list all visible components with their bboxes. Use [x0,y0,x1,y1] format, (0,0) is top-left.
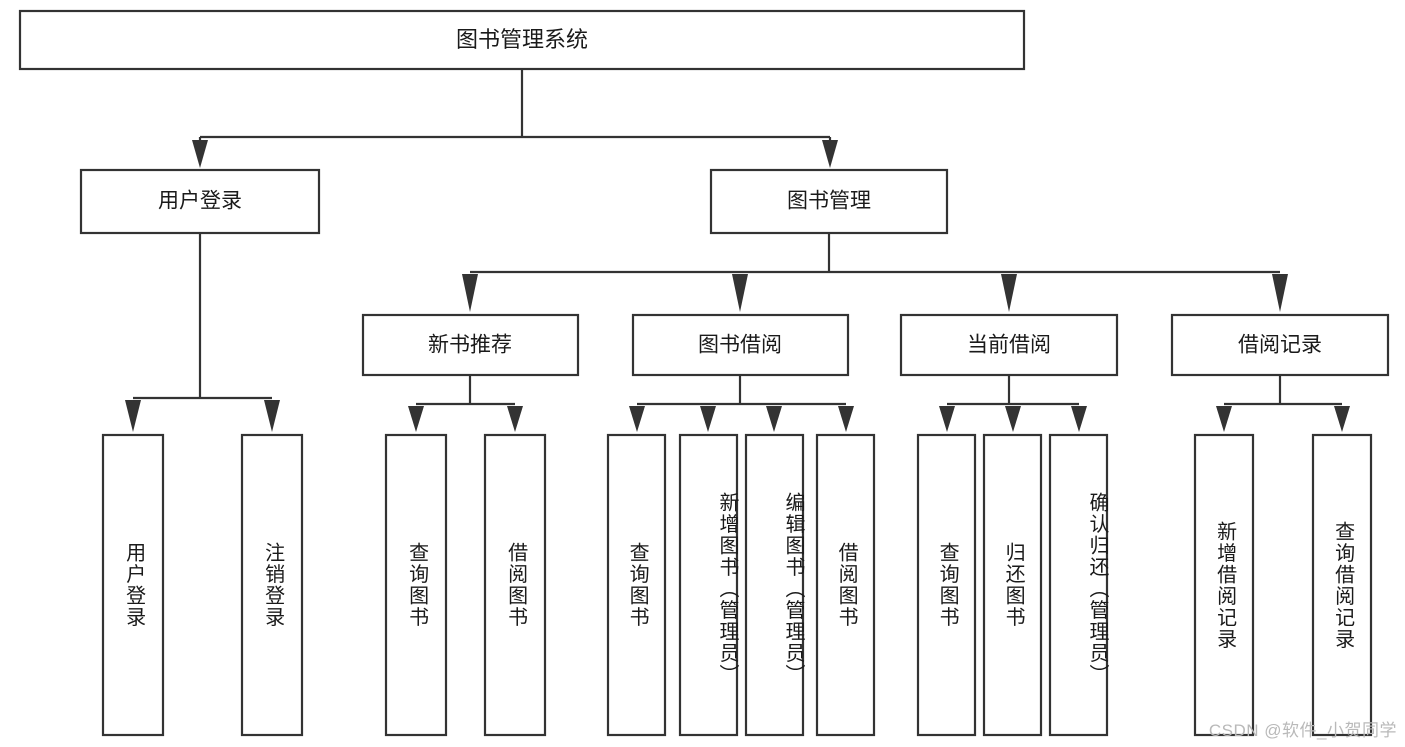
arrow-head-book-borrow [732,274,748,312]
node-new-book-rec-label: 新书推荐 [428,334,512,357]
leaf-borrow-book-2-box[interactable] [815,433,876,737]
leaf-return-book-box[interactable] [982,433,1043,737]
arrow-head-borrow-record [1272,274,1288,312]
node-root-label: 图书管理系统 [456,27,588,52]
node-borrow-record-label: 借阅记录 [1238,334,1322,357]
leaf-edit-book-box[interactable] [744,433,805,737]
leaf-user-logout-box[interactable] [240,433,304,737]
arrow-head-current-borrow [1001,274,1017,312]
arrow-head-leaf-borrow-book-1 [507,406,523,432]
arrow-head-book-manage [822,140,838,168]
node-root-box[interactable] [18,9,1026,71]
node-root[interactable]: 图书管理系统 [18,9,1026,71]
leaf-boxes-layer [101,433,1373,737]
arrow-head-leaf-query-book-3 [939,406,955,432]
leaf-query-record-box[interactable] [1311,433,1373,737]
node-new-book-rec-box[interactable] [361,313,580,377]
arrow-head-leaf-edit-book [766,406,782,432]
node-book-manage-label: 图书管理 [787,190,871,213]
arrow-head-leaf-confirm-return [1071,406,1087,432]
arrow-head-leaf-user-logout [264,400,280,432]
arrow-head-leaf-borrow-book-2 [838,406,854,432]
leaf-add-book-box[interactable] [678,433,739,737]
arrow-head-leaf-query-book-2 [629,406,645,432]
leaf-query-book-3-box[interactable] [916,433,977,737]
arrow-head-user-login [192,140,208,168]
node-book-manage[interactable]: 图书管理 [709,168,949,235]
arrow-head-leaf-query-book-1 [408,406,424,432]
node-user-login[interactable]: 用户登录 [79,168,321,235]
node-book-borrow-label: 图书借阅 [698,334,782,357]
node-user-login-box[interactable] [79,168,321,235]
leaf-confirm-return-box[interactable] [1048,433,1109,737]
arrow-head-leaf-user-login [125,400,141,432]
arrow-head-leaf-add-record [1216,406,1232,432]
node-book-borrow[interactable]: 图书借阅 [631,313,850,377]
node-borrow-record-box[interactable] [1170,313,1390,377]
connectors-layer [125,69,1350,432]
leaf-query-book-2-box[interactable] [606,433,667,737]
leaf-borrow-book-1-box[interactable] [483,433,547,737]
leaf-user-login-box[interactable] [101,433,165,737]
node-book-borrow-box[interactable] [631,313,850,377]
leaf-add-record-box[interactable] [1193,433,1255,737]
node-current-borrow-box[interactable] [899,313,1119,377]
csdn-watermark: CSDN @软件_小贺同学 [1208,721,1397,740]
node-current-borrow[interactable]: 当前借阅 [899,313,1119,377]
arrow-head-leaf-query-record [1334,406,1350,432]
arrow-head-leaf-add-book [700,406,716,432]
node-user-login-label: 用户登录 [158,190,242,213]
arrow-head-leaf-return-book [1005,406,1021,432]
arrow-head-new-book-rec [462,274,478,312]
node-new-book-rec[interactable]: 新书推荐 [361,313,580,377]
node-borrow-record[interactable]: 借阅记录 [1170,313,1390,377]
leaf-query-book-1-box[interactable] [384,433,448,737]
node-book-manage-box[interactable] [709,168,949,235]
node-current-borrow-label: 当前借阅 [967,334,1051,357]
